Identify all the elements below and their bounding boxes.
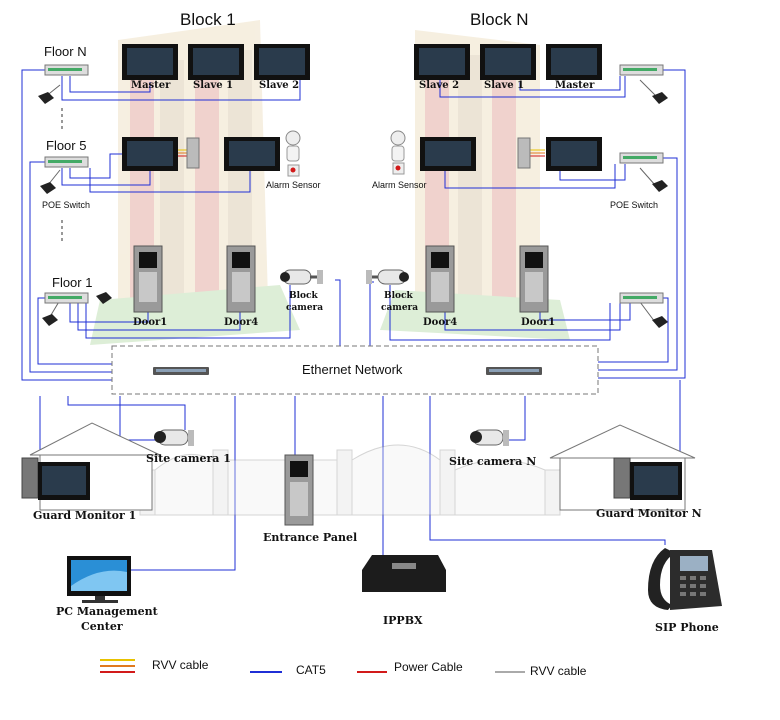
monitor-icon (122, 44, 178, 80)
poe-switch-label-right: POE Switch (610, 200, 659, 210)
guard-house-left (29, 422, 161, 511)
unit-door-module (186, 137, 200, 169)
monitor-master-label: Master (131, 80, 171, 91)
poe-switch-icon (44, 64, 89, 76)
monitor-master-label-right: Master (555, 80, 595, 91)
monitor-icon (414, 44, 470, 80)
monitor-icon (546, 137, 602, 171)
legend-power-label: Power Cable (394, 660, 463, 674)
monitor-icon (224, 137, 280, 171)
monitor-icon (420, 137, 476, 171)
monitor-icon (122, 137, 178, 171)
poe-switch-label-left: POE Switch (42, 200, 91, 210)
door-station-icon (425, 245, 455, 313)
door1-label-right: Door1 (521, 317, 556, 328)
block-camera-label-left-2: camera (286, 303, 324, 313)
monitor-icon (254, 44, 310, 80)
entrance-panel-icon (284, 454, 314, 526)
block-n-title: Block N (470, 10, 529, 29)
alarm-sensor-icon (390, 130, 406, 175)
pc-management-label-2: Center (81, 620, 123, 633)
monitor-icon (546, 44, 602, 80)
monitor-icon (188, 44, 244, 80)
alarm-sensor-label-right: Alarm Sensor (372, 180, 427, 190)
monitor-slave1-label-right: Slave 1 (484, 80, 525, 91)
guard-monitor-1-label: Guard Monitor 1 (33, 509, 137, 522)
monitor-slave2-label: Slave 2 (259, 80, 300, 91)
poe-switch-icon (44, 156, 89, 168)
door1-label-left: Door1 (133, 317, 168, 328)
camera-icon (154, 429, 194, 446)
guard-monitor-n-label: Guard Monitor N (596, 507, 702, 520)
door4-label-left: Door4 (224, 317, 259, 328)
alarm-sensor-label-left: Alarm Sensor (266, 180, 321, 190)
ippbx-icon (362, 555, 446, 592)
core-switch-left (153, 367, 209, 375)
camera-icon (366, 269, 409, 285)
sip-phone-label: SIP Phone (655, 621, 719, 634)
site-camera-n-label: Site camera N (449, 455, 537, 468)
power-adapter-icon (38, 92, 668, 328)
poe-switch-icon (619, 152, 664, 164)
legend-rvv-label: RVV cable (152, 658, 209, 672)
unit-door-module (517, 137, 531, 169)
alarm-sensor-icon (285, 130, 301, 177)
block-1-title: Block 1 (180, 10, 236, 29)
ethernet-network-label: Ethernet Network (302, 362, 403, 377)
block-camera-label-right-1: Block (384, 291, 413, 301)
floor-n-label: Floor N (44, 44, 87, 59)
pc-monitor-icon (67, 556, 131, 603)
door-station-icon (226, 245, 256, 313)
guard-monitor-icon (21, 457, 90, 500)
legend-rvv2-label: RVV cable (530, 664, 587, 678)
legend-rvv-swatch (100, 659, 135, 673)
poe-switch-icon (619, 64, 664, 76)
monitor-icon (480, 44, 536, 80)
monitor-slave1-label: Slave 1 (193, 80, 234, 91)
ippbx-label: IPPBX (383, 614, 423, 627)
camera-icon (470, 429, 509, 446)
door-station-icon (133, 245, 163, 313)
floor-5-label: Floor 5 (46, 138, 87, 153)
floor-1-label: Floor 1 (52, 275, 93, 290)
entrance-panel-label: Entrance Panel (263, 531, 358, 544)
core-switch-right (486, 367, 542, 375)
block-camera-label-right-2: camera (381, 303, 419, 313)
pc-management-label-1: PC Management (56, 605, 158, 618)
door4-label-right: Door4 (423, 317, 458, 328)
poe-switch-icon (44, 292, 89, 304)
site-camera-1-label: Site camera 1 (146, 452, 231, 465)
guard-monitor-icon (613, 457, 682, 500)
legend-cat5-label: CAT5 (296, 663, 326, 677)
monitor-slave2-label-right: Slave 2 (419, 80, 460, 91)
poe-switch-icon (619, 292, 664, 304)
block-camera-label-left-1: Block (289, 291, 318, 301)
camera-icon (280, 269, 323, 285)
door-station-icon (519, 245, 549, 313)
sip-phone-icon (648, 548, 722, 610)
cat5-wiring (21, 69, 686, 571)
